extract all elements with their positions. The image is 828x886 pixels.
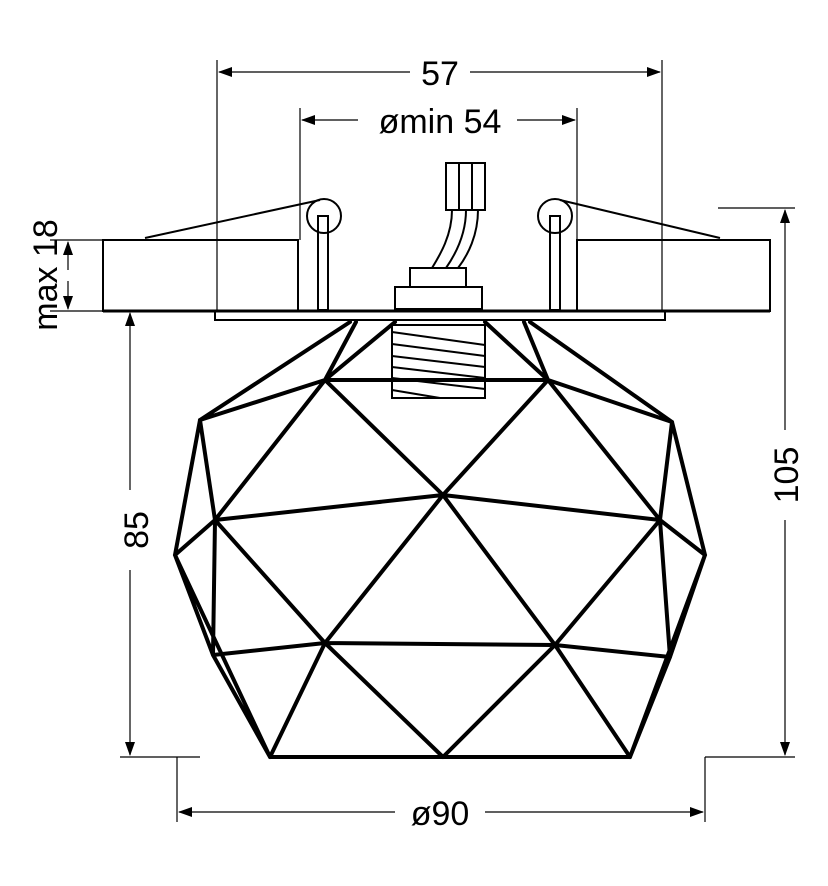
ceiling-left <box>102 239 299 312</box>
label-105: 105 <box>768 447 806 504</box>
socket-base <box>394 267 483 310</box>
label-diameter-90: ø90 <box>411 795 470 833</box>
crystal-shade <box>173 320 707 759</box>
label-max-18: max 18 <box>27 219 65 331</box>
dimension-total-height: 105 <box>705 207 806 758</box>
spring-clip-right <box>537 198 721 311</box>
terminal-block <box>431 162 486 269</box>
dimension-diameter: ø90 <box>176 757 706 833</box>
ceiling-right <box>576 239 771 312</box>
label-min-54: ømin 54 <box>379 103 502 141</box>
spring-clip-left <box>144 198 342 311</box>
dimension-cutout: ømin 54 <box>299 103 578 240</box>
dimension-width-top: 57 <box>216 55 663 311</box>
threaded-socket <box>391 324 486 399</box>
label-57: 57 <box>421 55 459 93</box>
label-85: 85 <box>118 511 156 549</box>
dimension-shade-height: 85 <box>118 312 200 758</box>
dimension-ceiling-thickness: max 18 <box>27 219 103 331</box>
